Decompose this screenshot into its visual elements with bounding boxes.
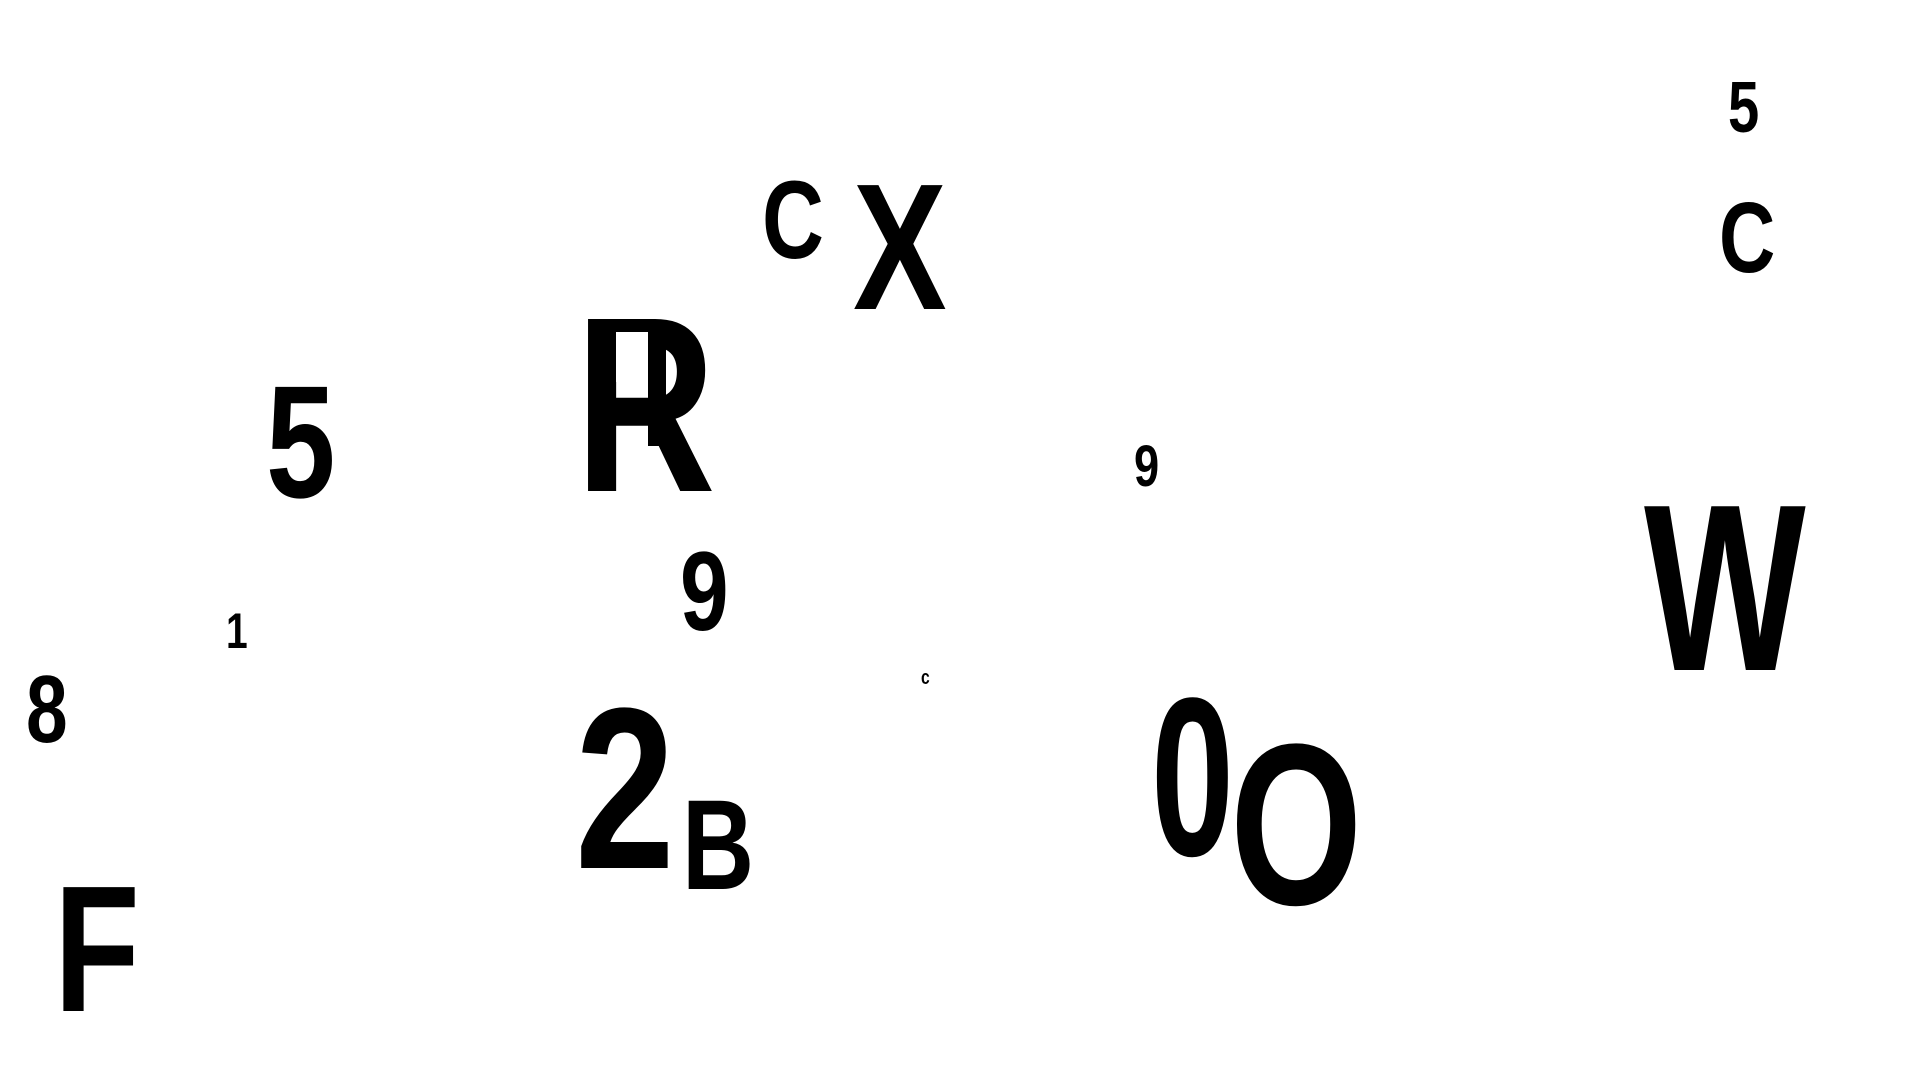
glyph-9-small: 9 — [1134, 434, 1160, 499]
glyph-r: R — [575, 265, 716, 544]
glyph-c-top-right: C — [1719, 182, 1776, 294]
glyph-x: X — [853, 147, 947, 348]
glyph-5-top-right: 5 — [1728, 68, 1760, 148]
glyph-1: 1 — [226, 603, 248, 659]
glyph-f: F — [54, 849, 140, 1050]
glyph-0: 0 — [1151, 650, 1234, 903]
glyph-9-medium: 9 — [680, 529, 729, 654]
glyph-8: 8 — [26, 656, 68, 763]
glyph-fragment-bar — [648, 332, 666, 446]
glyph-o: O — [1230, 696, 1363, 953]
glyph-2: 2 — [575, 660, 675, 917]
glyph-5-left: 5 — [266, 352, 336, 531]
glyph-w: W — [1644, 456, 1806, 721]
glyph-c-center-top: C — [762, 159, 824, 282]
glyph-c-tiny: c — [921, 667, 930, 689]
glyph-fragment — [616, 332, 648, 382]
glyph-b: B — [682, 774, 755, 917]
